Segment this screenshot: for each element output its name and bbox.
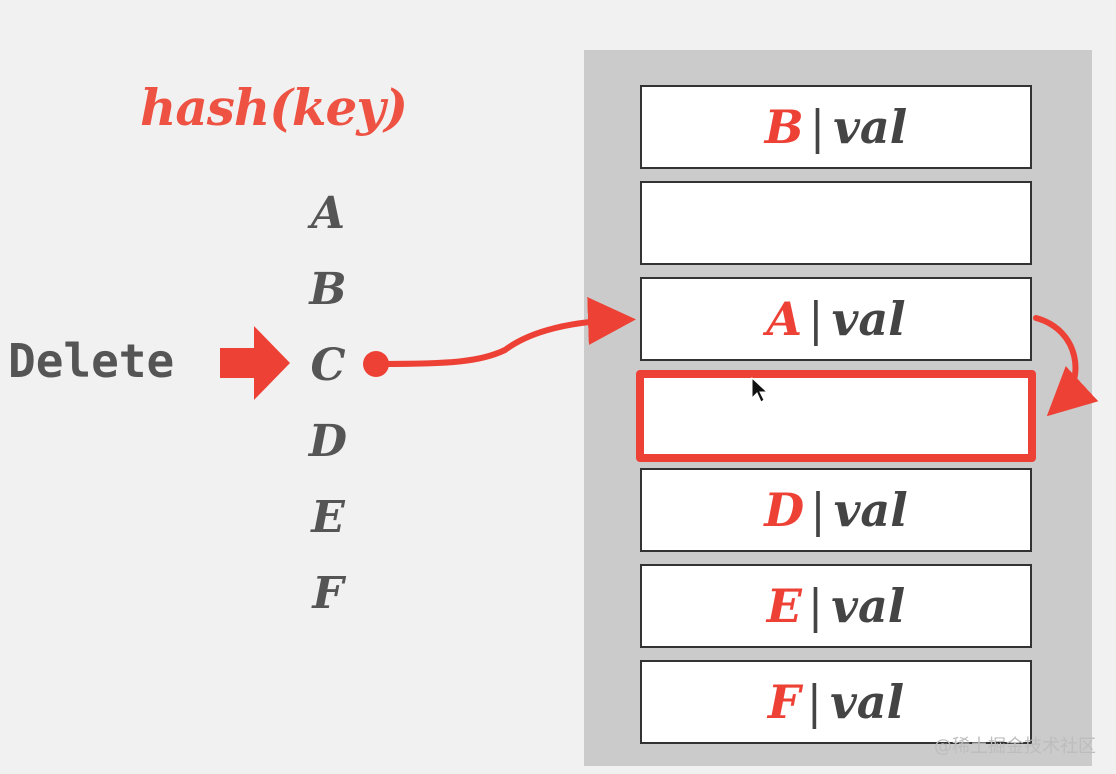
slot-separator: |	[810, 483, 826, 537]
watermark: @稀土掘金技术社区	[934, 736, 1096, 757]
table-slot-5: E|val	[640, 564, 1032, 648]
table-slot-2: A|val	[640, 277, 1032, 361]
table-slot-1-empty	[640, 181, 1032, 265]
delete-label: Delete	[8, 334, 175, 388]
key-c: C	[310, 340, 346, 391]
slot-value: val	[831, 292, 906, 346]
slot-value: val	[833, 100, 908, 154]
slot-key: F	[767, 675, 801, 729]
table-slot-3-deleted	[636, 370, 1036, 462]
hash-function-title: hash(key)	[140, 78, 408, 137]
slot-separator: |	[808, 292, 824, 346]
slot-separator: |	[807, 579, 824, 633]
table-slot-6: F|val	[640, 660, 1032, 744]
slot-separator: |	[806, 675, 823, 729]
table-slot-4: D|val	[640, 468, 1032, 552]
slot-value: val	[830, 675, 905, 729]
slot-key: B	[764, 100, 804, 154]
slot-value: val	[833, 483, 908, 537]
key-f: F	[312, 568, 344, 619]
key-e: E	[311, 492, 345, 543]
slot-separator: |	[809, 100, 826, 154]
key-d: D	[308, 416, 348, 467]
hash-mapping-arrow	[375, 297, 636, 367]
hash-origin-dot	[363, 351, 389, 377]
slot-key: A	[766, 292, 803, 346]
slot-key: E	[766, 579, 802, 633]
key-b: B	[309, 264, 347, 315]
table-slot-0: B|val	[640, 85, 1032, 169]
key-a: A	[310, 188, 346, 239]
slot-key: D	[764, 483, 805, 537]
slot-value: val	[831, 579, 906, 633]
delete-arrow-icon	[220, 326, 290, 400]
